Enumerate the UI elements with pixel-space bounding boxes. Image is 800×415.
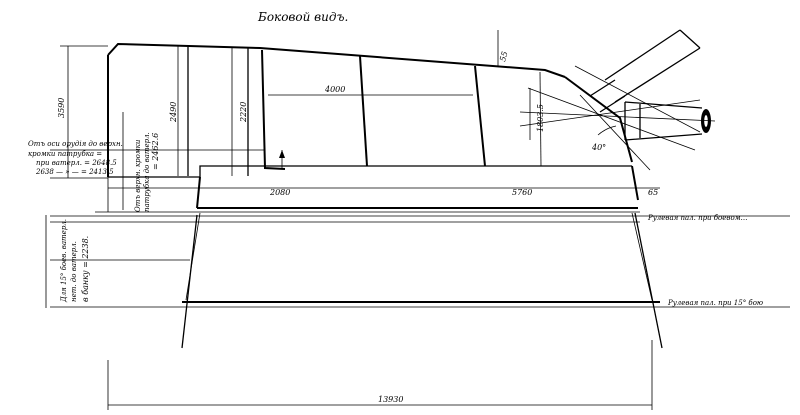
dim-2080-label: 2080 (269, 188, 290, 197)
elevated-barrel (589, 29, 701, 113)
axis-line-4 (579, 94, 651, 171)
frame-6 (539, 71, 542, 167)
barbette-right-side (634, 212, 663, 349)
barbette-inner-left (185, 212, 201, 301)
gun-axis-horizontal (519, 111, 716, 122)
turret-front-slope (564, 76, 633, 163)
turret-floor (108, 165, 632, 178)
dim-5760-label: 5760 (512, 188, 532, 197)
reference-lines (50, 45, 790, 308)
dim-arrow-head (279, 150, 285, 158)
axis-line-3 (519, 99, 701, 127)
frame-3 (261, 49, 286, 170)
waterline-label-1: Рулевая пал. при боевом… (647, 214, 748, 222)
left-note-line-2: кромки патрубка = (28, 150, 102, 158)
axis-line-2 (527, 87, 696, 151)
barbette-upper (196, 165, 639, 209)
vertical-note-line-1: Отъ верхн. кромки (134, 139, 142, 212)
dim-2490-label: 2490 (169, 102, 178, 123)
barbette (107, 165, 663, 349)
turret-roof (107, 42, 566, 78)
dim-4000-label: 4000 (324, 85, 345, 94)
barrel-bore (704, 115, 708, 127)
vertical-note: Отъ верхн. кромки патрубка до ватерл. = … (134, 132, 160, 212)
left-note-line-1: Отъ оси орудія до верхн. (28, 140, 123, 148)
waterline-label-2: Рулевая пал. при 15° бою (667, 299, 763, 307)
horizontal-barrel (624, 101, 703, 141)
gun-barrels (519, 29, 716, 171)
dim-65-label: 65 (648, 188, 658, 197)
left-bottom-line-1: Для 15° боев. ватерл. (60, 219, 68, 303)
left-bottom-line-2: нет. до ватерл. (70, 241, 78, 302)
left-bottom-note: Для 15° боев. ватерл. нет. до ватерл. в … (60, 219, 90, 303)
dim-total-label: 13930 (378, 395, 403, 404)
drawing-title: Боковой видъ. (257, 10, 348, 24)
vertical-note-value: = 2462.6 (151, 133, 160, 170)
vertical-note-line-2: патрубка до ватерл. (143, 132, 151, 212)
frame-4 (359, 55, 368, 167)
turret-outline (107, 42, 633, 178)
axis-line-1 (574, 65, 701, 133)
dim-angle-label: 40° (591, 143, 606, 152)
barbette-left-side (181, 214, 198, 349)
left-note: Отъ оси орудія до верхн. кромки патрубка… (28, 140, 123, 176)
left-note-line-3: при ватерл. = 2648.5 (36, 159, 117, 167)
left-note-line-4: 2638 — » — = 2413.5 (35, 168, 114, 176)
dim-2220-label: 2220 (239, 102, 248, 123)
angle-arc (597, 125, 617, 136)
dim-3590-label: 3590 (57, 98, 66, 118)
dimension-lines (45, 30, 653, 410)
frame-5 (474, 65, 486, 167)
left-bottom-value: в банку = 2238. (81, 236, 90, 302)
dim-55-label: 55 (498, 50, 509, 62)
dim-1803-label: 1803.5 (536, 104, 545, 132)
barbette-inner-right (631, 212, 653, 301)
